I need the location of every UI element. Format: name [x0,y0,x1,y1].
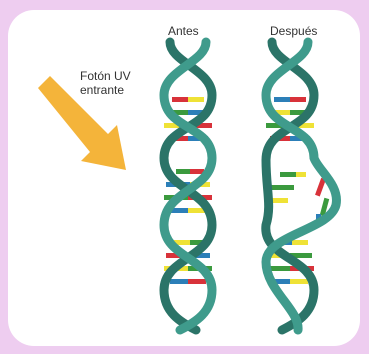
dna-helix-damaged-icon [266,42,337,330]
photon-arrow-icon [38,76,126,170]
dna-helix-before-icon [164,42,212,330]
